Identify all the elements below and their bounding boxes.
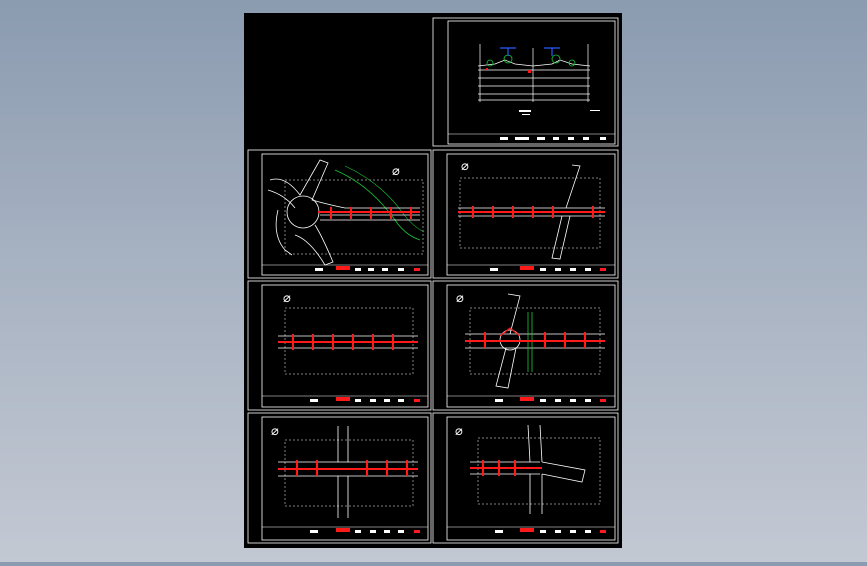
- road-cross-section: [477, 44, 591, 102]
- sheet-plan-1[interactable]: ⌀: [247, 149, 432, 279]
- north-arrow-icon: ⌀: [392, 164, 400, 179]
- sheet-inner-frame: [446, 416, 616, 541]
- north-arrow-icon: ⌀: [456, 291, 464, 306]
- sheet-title-block: [447, 526, 615, 533]
- sheet-title-block: [448, 133, 615, 140]
- lamp-symbols: [500, 47, 560, 56]
- section-small-text: [519, 110, 600, 115]
- sheet-outer-frame: [432, 17, 619, 147]
- sheet-title-block: [262, 264, 428, 271]
- sheet-inner-frame: [446, 284, 616, 408]
- sheet-plan-5[interactable]: ⌀: [247, 412, 432, 544]
- sheet-outer-frame: [247, 412, 432, 544]
- north-arrow-icon: ⌀: [455, 424, 463, 439]
- sheet-outer-frame: [432, 149, 619, 279]
- sheet-dashed-extent: [284, 439, 414, 507]
- road-network: [278, 335, 418, 349]
- sheet-plan-2[interactable]: ⌀: [432, 149, 619, 279]
- sheet-inner-frame: [261, 153, 429, 276]
- sheet-inner-frame: [261, 416, 429, 541]
- sheet-outer-frame: [247, 280, 432, 411]
- sheet-inner-frame: [446, 153, 616, 276]
- sheet-outer-frame: [432, 280, 619, 411]
- sheet-title-block: [262, 395, 428, 402]
- chainage-marks: [458, 206, 605, 218]
- sheet-inner-frame: [261, 284, 429, 408]
- sheet-plan-4[interactable]: ⌀: [432, 280, 619, 411]
- chainage-marks: [465, 327, 605, 348]
- sheet-outer-frame: [247, 149, 432, 279]
- sheet-dashed-extent: [477, 437, 601, 505]
- road-network: [278, 426, 418, 518]
- section-markers: [486, 68, 531, 73]
- chainage-marks: [278, 334, 418, 350]
- sheet-outer-frame: [432, 412, 619, 544]
- road-network: [465, 293, 605, 389]
- sheet-inner-frame: [447, 20, 616, 145]
- sheet-plan-3[interactable]: ⌀: [247, 280, 432, 411]
- sheet-plan-6[interactable]: ⌀: [432, 412, 619, 544]
- road-network: [458, 164, 605, 260]
- sheet-title-block: [262, 526, 428, 533]
- chainage-marks: [470, 460, 542, 476]
- road-network: [470, 424, 586, 514]
- chainage-marks: [318, 207, 420, 219]
- chainage-marks: [278, 460, 418, 476]
- sheet-cross-section[interactable]: [432, 17, 619, 147]
- sheet-dashed-extent: [469, 307, 601, 375]
- sheet-title-block: [447, 395, 615, 402]
- north-arrow-icon: ⌀: [461, 159, 469, 174]
- north-arrow-icon: ⌀: [283, 291, 291, 306]
- sheet-title-block: [447, 264, 615, 271]
- north-arrow-icon: ⌀: [271, 424, 279, 439]
